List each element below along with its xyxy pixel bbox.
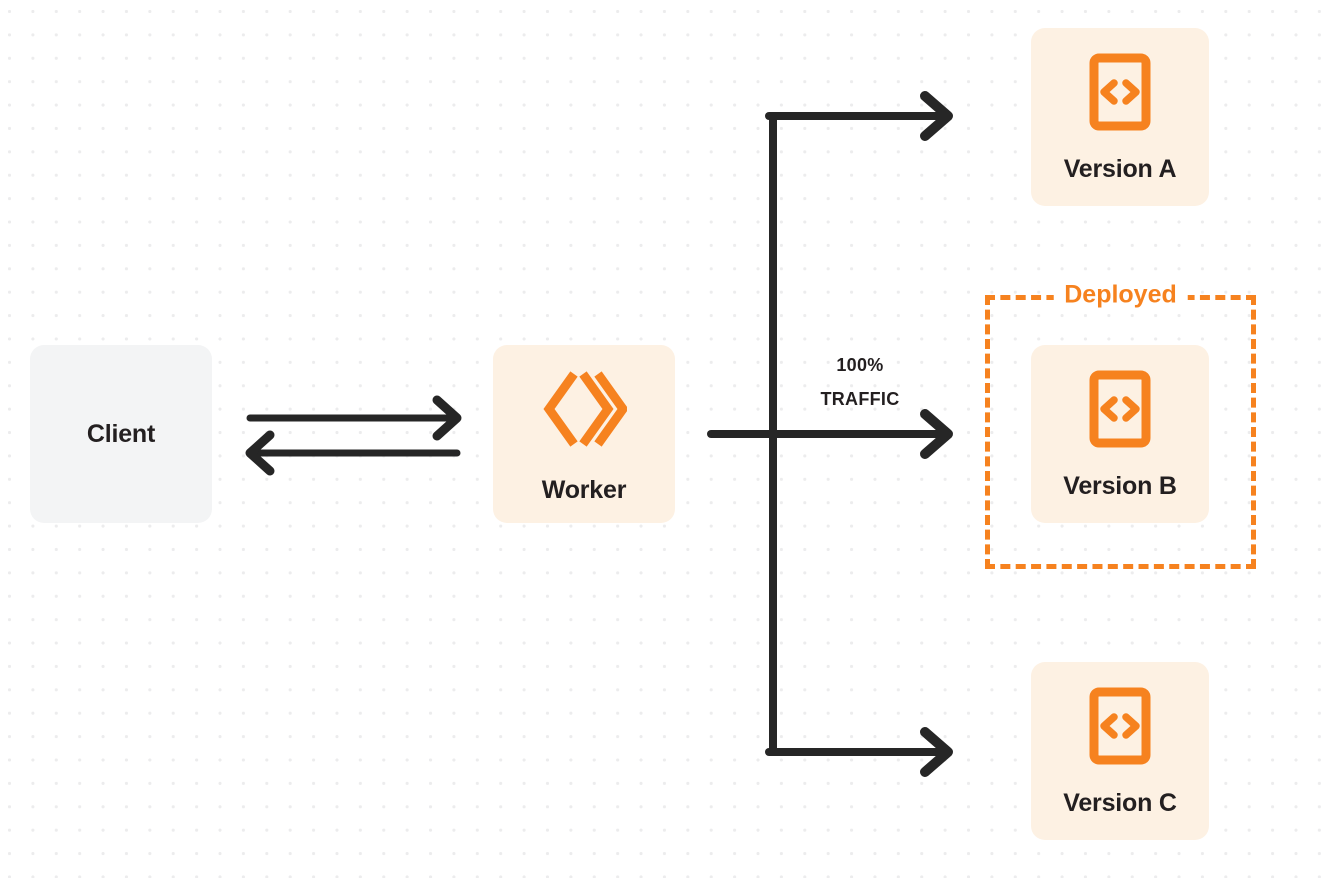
node-worker[interactable]: Worker — [493, 345, 675, 523]
node-version-c-label: Version C — [1063, 788, 1177, 817]
group-deployed-label: Deployed — [1053, 282, 1188, 308]
node-worker-label: Worker — [541, 475, 627, 504]
node-version-b-label: Version B — [1063, 471, 1177, 500]
cloudflare-workers-logo-icon — [541, 366, 629, 452]
arrow-branch-to-version-a — [765, 91, 953, 141]
node-version-a[interactable]: Version A — [1031, 28, 1209, 206]
node-version-c[interactable]: Version C — [1031, 662, 1209, 840]
group-deployed: Deployed — [985, 282, 1256, 569]
node-client-label: Client — [86, 419, 156, 448]
node-version-a-label: Version A — [1063, 154, 1177, 183]
node-version-b[interactable]: Version B — [1031, 345, 1209, 523]
node-client[interactable]: Client — [30, 345, 212, 523]
traffic-percent: 100% — [836, 355, 884, 375]
arrow-branch-to-version-c — [765, 727, 953, 777]
arrow-worker-to-version-b — [707, 409, 953, 459]
arrow-client-to-worker — [246, 395, 462, 441]
code-file-icon — [1089, 53, 1151, 131]
traffic-label: 100% TRAFFIC — [786, 349, 934, 417]
code-file-icon — [1089, 687, 1151, 765]
traffic-word: TRAFFIC — [820, 388, 900, 409]
arrow-worker-to-client — [245, 430, 461, 476]
code-file-icon — [1089, 370, 1151, 448]
